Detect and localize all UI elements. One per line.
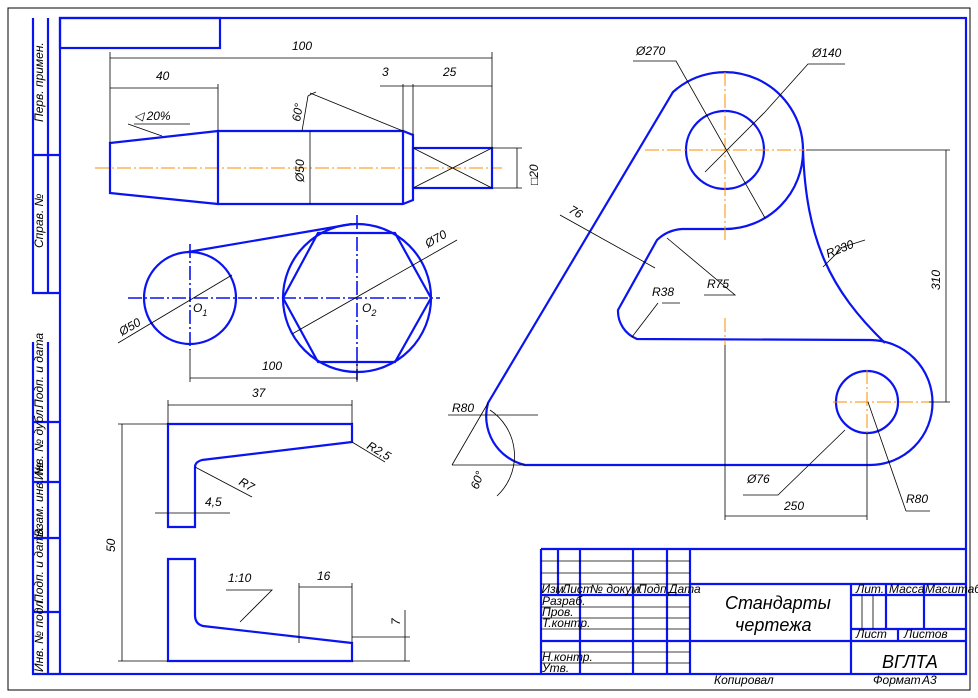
dim-r75: R75: [707, 277, 729, 291]
shaft-view: 100 40 3 25 ◁ 20% 60° Ø50 □20: [95, 39, 541, 206]
strip-label: Инв. № дубл.: [32, 406, 46, 480]
dim-thickness: 4,5: [205, 495, 222, 509]
dim-radius-fillet: R7: [237, 474, 258, 494]
dim-groove: 3: [382, 65, 389, 79]
dim-r80-left: R80: [452, 401, 474, 415]
dim-boss-diameter: Ø270: [635, 44, 666, 58]
organization: ВГЛТА: [882, 652, 938, 672]
dim-cone-length: 40: [156, 69, 170, 83]
label-sheet: Лист: [855, 627, 887, 641]
label-mass: Масса: [889, 582, 925, 596]
dim-flange: 16: [317, 569, 331, 583]
dim-250: 250: [783, 499, 804, 513]
dim-profile-width: 37: [252, 386, 267, 400]
dim-76: 76: [567, 202, 586, 221]
dim-radius-small: R2,5: [365, 438, 394, 463]
role-developer: Разраб.: [542, 594, 585, 608]
label-format: Формат: [873, 673, 921, 687]
drawing-title-line2: чертежа: [735, 615, 812, 635]
dim-overall-length: 100: [292, 39, 312, 53]
dim-center-distance: 100: [262, 359, 282, 373]
dim-profile-height: 50: [104, 538, 118, 552]
strip-label: Подп. и дата: [32, 528, 46, 603]
strip-label: Инв. № подл.: [32, 598, 46, 672]
dim-small-hole: Ø76: [746, 472, 770, 486]
dim-circle2-diameter: Ø70: [422, 227, 450, 251]
header-list: Лист: [561, 582, 593, 596]
role-checker: Пров.: [542, 605, 574, 619]
dim-shaft-diameter: Ø50: [293, 159, 307, 183]
title-block: Изм. Лист № докум. Подп. Дата Разраб. Пр…: [539, 547, 978, 687]
header-date: Дата: [667, 582, 701, 596]
sheet-frame: [7, 7, 971, 691]
role-approved: Утв.: [541, 661, 569, 675]
dim-square-length: 25: [442, 65, 457, 79]
circles-view: Ø50 Ø70 O1 O2 100: [116, 215, 458, 382]
side-strip-labels: Перв. примен. Справ. № Подп. и дата Инв.…: [32, 42, 46, 672]
header-sign: Подп.: [638, 582, 670, 596]
strip-label: Справ. №: [32, 193, 46, 248]
label-lit: Лит.: [855, 582, 884, 596]
dim-square: □20: [527, 164, 541, 185]
dim-r230: R230: [824, 237, 856, 261]
center-o2: O2: [362, 301, 376, 318]
header-doc: № докум.: [590, 582, 643, 596]
taper-note: ◁ 20%: [134, 109, 171, 123]
dim-r80-right: R80: [906, 492, 928, 506]
chamfer-angle: 60°: [289, 102, 306, 122]
plate-view: Ø270 Ø140 R230 R75 R38 76 R80 60° Ø76 25…: [448, 44, 950, 520]
dim-circle1-diameter: Ø50: [116, 315, 144, 339]
role-norm-control: Н.контр.: [542, 650, 593, 664]
label-sheets: Листов: [903, 627, 948, 641]
dim-r38: R38: [652, 285, 674, 299]
dim-offset: 7: [389, 617, 403, 625]
drawing-title-line1: Стандарты: [725, 593, 831, 613]
header-izm: Изм.: [542, 582, 568, 596]
center-o1: O1: [193, 301, 207, 318]
label-scale: Масштаб: [925, 582, 978, 596]
slope-note: 1:10: [228, 571, 252, 585]
dim-310: 310: [929, 270, 943, 290]
role-tech-control: Т.контр.: [542, 616, 590, 630]
strip-label: Перв. примен.: [32, 42, 46, 122]
strip-label: Взам. инв. №: [32, 463, 46, 537]
dim-angle-60: 60°: [468, 469, 487, 491]
profile-section: 37 50 R2,5 R7 4,5 1:10 16 7: [104, 386, 410, 663]
dim-hole-diameter: Ø140: [811, 46, 842, 60]
label-copied: Копировал: [714, 673, 774, 687]
strip-label: Подп. и дата: [32, 333, 46, 408]
format-value: А3: [921, 673, 937, 687]
